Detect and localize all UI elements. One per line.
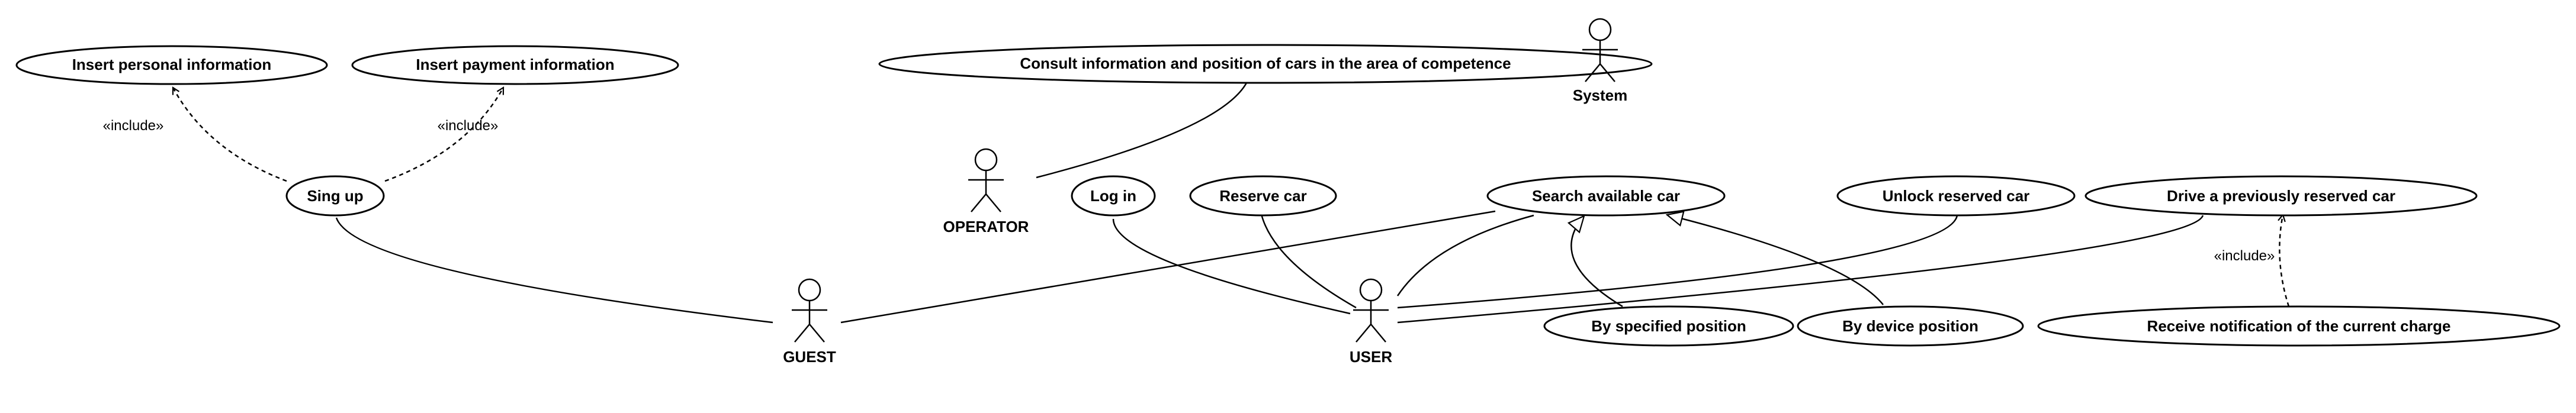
unlock-user-association — [1397, 215, 1958, 309]
device-generalization — [1667, 215, 1884, 305]
use-case-by-device[interactable]: By device position — [1797, 305, 2024, 347]
actor-user[interactable]: USER — [1350, 278, 1392, 366]
use-case-label: Drive a previously reserved car — [2167, 187, 2395, 205]
use-case-insert-payment[interactable]: Insert payment information — [351, 45, 679, 85]
use-case-label: Insert personal information — [72, 56, 272, 73]
use-case-unlock-car[interactable]: Unlock reserved car — [1836, 175, 2076, 217]
login-user-association — [1112, 218, 1351, 315]
drive-user-association — [1397, 215, 2204, 324]
actor-label: GUEST — [783, 348, 836, 366]
use-case-receive-notification[interactable]: Receive notification of the current char… — [2037, 305, 2561, 347]
stick-figure-icon — [1582, 18, 1618, 82]
use-case-label: Sing up — [307, 187, 363, 205]
use-case-label: Search available car — [1532, 187, 1680, 205]
include-payment-connector — [384, 88, 503, 182]
use-case-label: Log in — [1090, 187, 1136, 205]
use-case-label: Insert payment information — [416, 56, 614, 73]
use-case-label: Consult information and position of cars… — [1020, 54, 1511, 72]
actor-label: OPERATOR — [943, 218, 1029, 235]
actor-label: System — [1573, 86, 1628, 104]
use-case-sign-up[interactable]: Sing up — [285, 175, 385, 217]
include-stereotype-label: «include» — [103, 118, 164, 134]
actor-label: USER — [1350, 348, 1392, 366]
use-case-consult[interactable]: Consult information and position of cars… — [878, 44, 1653, 84]
use-case-label: By device position — [1842, 317, 1978, 335]
include-personal-connector — [173, 88, 287, 182]
use-case-reserve-car[interactable]: Reserve car — [1189, 175, 1337, 217]
search-guest-association — [840, 210, 1496, 324]
use-case-label: Unlock reserved car — [1883, 187, 2030, 205]
signup-guest-association — [335, 217, 773, 324]
use-case-label: Reserve car — [1219, 187, 1306, 205]
stick-figure-icon — [792, 278, 827, 343]
include-stereotype-label: «include» — [438, 118, 499, 134]
stick-figure-icon — [1353, 278, 1389, 343]
include-notification-connector — [2279, 215, 2290, 307]
use-case-by-specified[interactable]: By specified position — [1543, 305, 1794, 347]
actor-operator[interactable]: OPERATOR — [943, 148, 1029, 235]
search-user-association — [1396, 214, 1534, 296]
use-case-label: Receive notification of the current char… — [2147, 317, 2451, 335]
actor-guest[interactable]: GUEST — [783, 278, 836, 366]
use-case-drive-car[interactable]: Drive a previously reserved car — [2084, 175, 2478, 217]
use-case-insert-personal[interactable]: Insert personal information — [15, 45, 328, 85]
specified-generalization — [1571, 216, 1623, 308]
consult-operator-association — [1036, 82, 1248, 179]
reserve-user-association — [1260, 214, 1357, 309]
use-case-log-in[interactable]: Log in — [1071, 175, 1156, 217]
include-stereotype-label: «include» — [2214, 248, 2275, 264]
stick-figure-icon — [968, 148, 1004, 212]
use-case-search-car[interactable]: Search available car — [1486, 175, 1726, 217]
actor-system[interactable]: System — [1573, 18, 1628, 104]
use-case-label: By specified position — [1591, 317, 1746, 335]
